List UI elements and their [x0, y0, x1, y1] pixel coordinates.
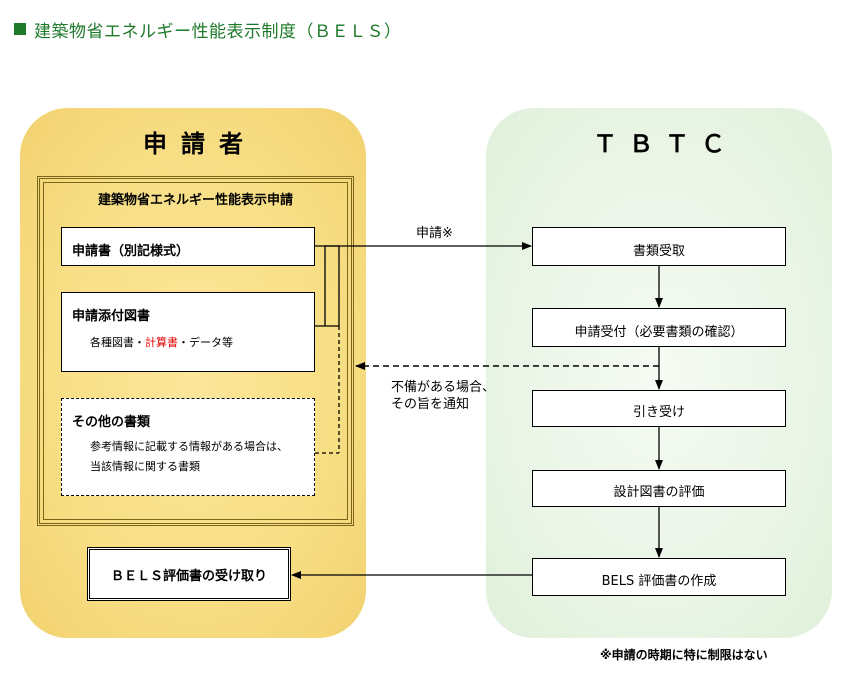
attached-documents-detail-before: 各種図書・	[90, 336, 145, 349]
deficiency-notice-label-line1: 不備がある場合、	[391, 380, 496, 395]
calculation-sheet-highlight: 計算書	[145, 336, 178, 349]
step-application-acceptance-label: 申請受付（必要書類の確認）	[574, 325, 744, 340]
step-report-creation-box	[532, 558, 786, 596]
other-documents-box	[61, 398, 315, 496]
application-group-title: 建築物省エネルギー性能表示申請	[97, 193, 293, 208]
step-design-evaluation-label: 設計図書の評価	[613, 485, 705, 500]
tbtc-title: ＴＢＴＣ	[593, 130, 737, 158]
apply-arrow-label: 申請※	[416, 226, 453, 241]
step-document-receipt-label: 書類受取	[632, 244, 685, 259]
attached-documents-label: 申請添付図書	[72, 309, 151, 324]
application-group-frame	[37, 176, 354, 526]
other-documents-detail-line2: 当該情報に関する書類	[90, 460, 200, 473]
application-form-box	[61, 227, 315, 266]
attached-documents-detail: 各種図書・計算書・データ等	[90, 334, 233, 350]
other-documents-label: その他の書類	[72, 415, 151, 430]
application-group-inner-frame	[43, 182, 348, 520]
footnote: ※申請の時期に特に制限はない	[600, 648, 768, 662]
page-title: 建築物省エネルギー性能表示制度（ＢＥＬＳ）	[34, 22, 402, 42]
receive-evaluation-label: ＢＥＬＳ評価書の受け取り	[110, 569, 267, 584]
attached-documents-box	[61, 292, 315, 372]
application-form-label: 申請書（別記様式）	[72, 244, 190, 259]
step-design-evaluation-box	[532, 470, 786, 507]
step-undertaking-label: 引き受け	[632, 405, 685, 420]
title-marker-icon	[14, 23, 26, 35]
step-report-creation-label: BELS 評価書の作成	[601, 574, 717, 589]
step-application-acceptance-box	[532, 308, 786, 347]
receive-evaluation-box	[87, 547, 291, 601]
applicant-title: 申請者	[143, 130, 257, 158]
step-undertaking-box	[532, 390, 786, 427]
other-documents-detail-line1: 参考情報に記載する情報がある場合は、	[90, 440, 288, 453]
step-document-receipt-box	[532, 227, 786, 266]
deficiency-notice-label-line2: その旨を通知	[391, 397, 470, 412]
attached-documents-detail-after: ・データ等	[178, 336, 233, 349]
